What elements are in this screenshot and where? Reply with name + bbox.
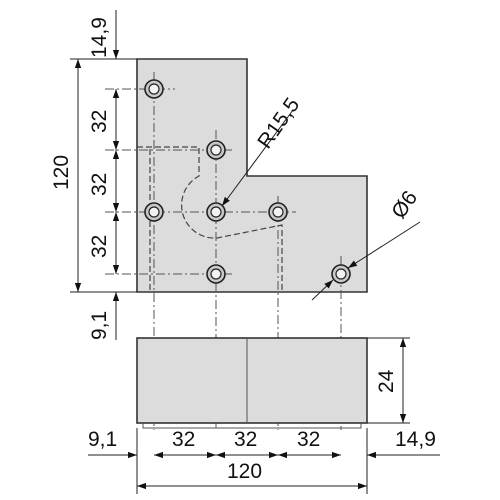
dim-h-spacing-1: 32 [172, 428, 195, 451]
hole-7 [331, 264, 351, 284]
hole-6 [206, 264, 226, 284]
hole-3 [144, 202, 164, 222]
elevation-body [136, 337, 368, 424]
plate-outline [136, 58, 368, 293]
dim-spacing-3: 32 [88, 235, 111, 258]
vertical-dimensions: 14,9 32 32 32 9,1 120 [50, 10, 137, 340]
hole-4 [206, 202, 226, 222]
dim-top-offset: 14,9 [88, 17, 111, 58]
hole-2 [206, 140, 226, 160]
diameter-leader-2 [311, 279, 334, 301]
hole-1 [144, 79, 164, 99]
diameter-label: Ø6 [387, 187, 422, 223]
dim-right-offset: 14,9 [395, 428, 436, 451]
dim-thickness: 24 [375, 369, 398, 393]
dim-total-height: 120 [50, 155, 73, 190]
horizontal-dimensions: 9,1 32 32 32 14,9 120 [88, 428, 440, 494]
hole-5 [268, 202, 288, 222]
dim-total-width: 120 [227, 460, 262, 483]
radius-leader [221, 109, 294, 207]
dim-spacing-2: 32 [88, 173, 111, 196]
radius-label: R15,5 [253, 94, 304, 153]
elevation-view: 24 [136, 337, 410, 429]
diameter-leader [347, 221, 421, 269]
dim-h-spacing-3: 32 [297, 428, 320, 451]
hidden-recess [137, 146, 283, 290]
dim-bottom-offset: 9,1 [88, 311, 111, 340]
dim-h-spacing-2: 32 [234, 428, 257, 451]
elevation-foot [142, 423, 362, 429]
dim-left-offset: 9,1 [88, 428, 117, 451]
dim-spacing-1: 32 [88, 110, 111, 133]
